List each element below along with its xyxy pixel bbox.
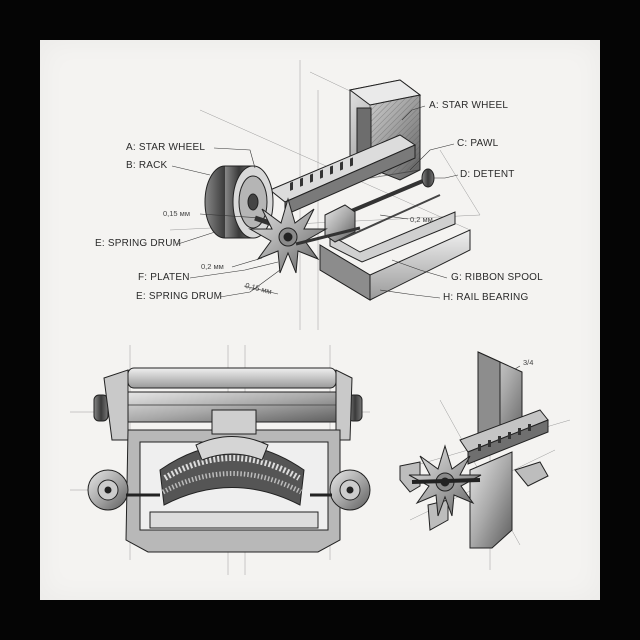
label-spring-drum-2: E: SPRING DRUM [136,291,223,302]
rack-teeth [290,157,353,191]
label-rack: B: RACK [126,160,168,171]
dimension-d2: 0,2 мм [201,262,224,271]
label-platen: F: PLATEN [138,272,190,283]
leader-lines [171,105,521,373]
label-detent: D: DETENT [460,169,515,180]
dimension-d1: 0,15 мм [163,209,190,218]
pawl-block [324,204,356,243]
dimension-fraction: 3/4 [523,358,534,367]
platen [127,367,337,389]
label-star-wheel-left: A: STAR WHEEL [126,142,206,153]
label-spring-drum-1: E: SPRING DRUM [95,238,182,249]
label-rail-bearing: H: RAIL BEARING [443,292,529,303]
spring-drum [204,165,274,239]
detail-mechanism [399,351,549,549]
star-wheel-top [248,197,328,274]
label-ribbon-spool: G: RIBBON SPOOL [451,272,543,283]
platen-knob-left [93,394,109,422]
ribbon-spool-left [87,469,129,511]
label-pawl: C: PAWL [457,138,499,149]
ribbon-spool-right [329,469,371,511]
top-mechanism [204,79,471,301]
label-star-wheel-right: A: STAR WHEEL [429,100,509,111]
typewriter-front-view [87,367,371,553]
dimension-d3: 0,2 мм [410,215,433,224]
detent-knob [421,168,435,188]
